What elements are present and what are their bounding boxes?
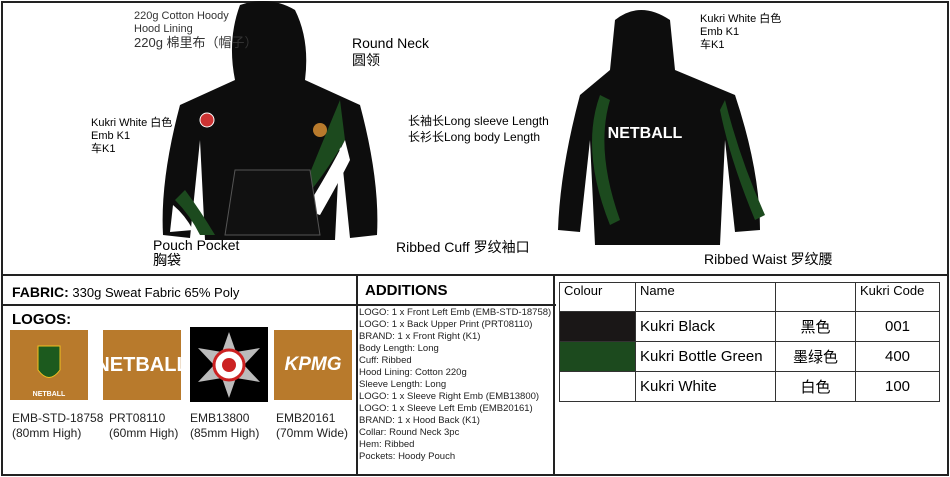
colour-swatch [559, 341, 636, 372]
addition-item: Cuff: Ribbed [359, 355, 412, 366]
note-line: 车K1 [700, 39, 725, 51]
note-line: Kukri White 白色 [91, 117, 173, 129]
cuff-note: Ribbed Cuff 罗纹袖口 [396, 239, 530, 255]
colour-table: Colour Name Kukri Code Kukri Black 黑色 00… [559, 282, 940, 402]
logo-size: (70mm Wide) [276, 426, 349, 440]
logo-size: (80mm High) [12, 426, 82, 440]
logo-netball: NETBALL [95, 330, 189, 400]
additions-title: ADDITIONS [365, 282, 448, 299]
colour-cn: 白色 [775, 371, 856, 402]
logo-fire-rescue [190, 327, 268, 402]
logo-caption: EMB-STD-18758(80mm High) [12, 411, 103, 441]
logo-kpmg: KPMG [274, 330, 352, 400]
note-line: Pouch Pocket [153, 237, 240, 253]
note-line: 长衫长Long body Length [408, 130, 541, 144]
colour-code: 400 [855, 341, 940, 372]
addition-item: LOGO: 1 x Sleeve Right Emb (EMB13800) [359, 391, 540, 402]
addition-item: BRAND: 1 x Hood Back (K1) [359, 415, 480, 426]
note-line: Emb K1 [91, 130, 131, 142]
addition-item: Pockets: Hoody Pouch [359, 451, 456, 462]
note-line: 长袖长Long sleeve Length [408, 114, 549, 128]
back-brand-note: Kukri White 白色 Emb K1 车K1 [700, 13, 781, 52]
front-hoodie-illustration [162, 1, 378, 240]
length-note: 长袖长Long sleeve Length 长衫长Long body Lengt… [408, 113, 549, 145]
addition-item: LOGO: 1 x Sleeve Left Emb (EMB20161) [359, 403, 533, 414]
logo-code: EMB20161 [276, 411, 336, 425]
back-hoodie-illustration: NETBALL [558, 10, 765, 245]
logo-size: (85mm High) [190, 426, 260, 440]
note-line: Round Neck [352, 35, 430, 51]
back-print-text: NETBALL [608, 125, 683, 142]
note-line: 220g 棉里布（帽子） [134, 35, 258, 50]
note-line: Hood Lining [134, 23, 193, 35]
table-row: Kukri Black 黑色 001 [559, 311, 940, 342]
table-row: Kukri White 白色 100 [559, 371, 940, 402]
addition-item: LOGO: 1 x Front Left Emb (EMB-STD-18758) [359, 307, 552, 318]
waist-note: Ribbed Waist 罗纹腰 [704, 251, 833, 267]
note-line: 220g Cotton Hoody [134, 10, 229, 22]
pouch-note: Pouch Pocket 胸袋 [153, 238, 239, 268]
front-brand-note: Kukri White 白色 Emb K1 车K1 [91, 117, 172, 156]
logo-code: PRT08110 [109, 411, 166, 425]
table-row: Kukri Bottle Green 墨绿色 400 [559, 341, 940, 372]
logo-code: EMB-STD-18758 [12, 411, 104, 425]
fabric-value: 330g Sweat Fabric 65% Poly [72, 285, 240, 300]
svg-text:NETBALL: NETBALL [33, 391, 66, 398]
logo-caption: EMB13800(85mm High) [190, 411, 259, 441]
colour-code: 100 [855, 371, 940, 402]
addition-item: BRAND: 1 x Front Right (K1) [359, 331, 481, 342]
colour-swatch [559, 311, 636, 342]
colour-swatch [559, 371, 636, 402]
addition-item: Sleeve Length: Long [359, 379, 447, 390]
note-line: 胸袋 [153, 252, 181, 268]
addition-item: Body Length: Long [359, 343, 439, 354]
note-line: 车K1 [91, 143, 116, 155]
additions-list: LOGO: 1 x Front Left Emb (EMB-STD-18758)… [359, 307, 551, 463]
colour-cn: 墨绿色 [775, 341, 856, 372]
divider [1, 274, 949, 276]
colour-name: Kukri Black [635, 311, 776, 342]
addition-item: LOGO: 1 x Back Upper Print (PRT08110) [359, 319, 533, 330]
logo-caption: PRT08110(60mm High) [109, 411, 178, 441]
fabric-row: FABRIC: 330g Sweat Fabric 65% Poly [12, 284, 239, 300]
logos-title: LOGOS: [12, 311, 72, 328]
divider [1, 304, 556, 306]
table-header: Colour Name Kukri Code [559, 282, 940, 312]
divider [356, 276, 358, 476]
addition-item: Hood Lining: Cotton 220g [359, 367, 467, 378]
colour-name: Kukri Bottle Green [635, 341, 776, 372]
note-line: Emb K1 [700, 26, 740, 38]
header-colour: Colour [559, 282, 636, 312]
header-code: Kukri Code [855, 282, 940, 312]
round-neck-note: Round Neck 圆领 [352, 35, 429, 69]
colour-code: 001 [855, 311, 940, 342]
hood-lining-note: 220g Cotton Hoody Hood Lining 220g 棉里布（帽… [134, 10, 258, 49]
logo-size: (60mm High) [109, 426, 179, 440]
note-line: Kukri White 白色 [700, 13, 782, 25]
colour-name: Kukri White [635, 371, 776, 402]
header-name: Name [635, 282, 776, 312]
logo-university-exeter: NETBALL [10, 330, 88, 400]
note-line: 圆领 [352, 52, 380, 68]
addition-item: Hem: Ribbed [359, 439, 415, 450]
header-cn [775, 282, 856, 312]
divider [553, 276, 555, 476]
logo-caption: EMB20161(70mm Wide) [276, 411, 348, 441]
colour-cn: 黑色 [775, 311, 856, 342]
addition-item: Collar: Round Neck 3pc [359, 427, 460, 438]
logo-code: EMB13800 [190, 411, 250, 425]
fabric-label: FABRIC: [12, 284, 69, 300]
